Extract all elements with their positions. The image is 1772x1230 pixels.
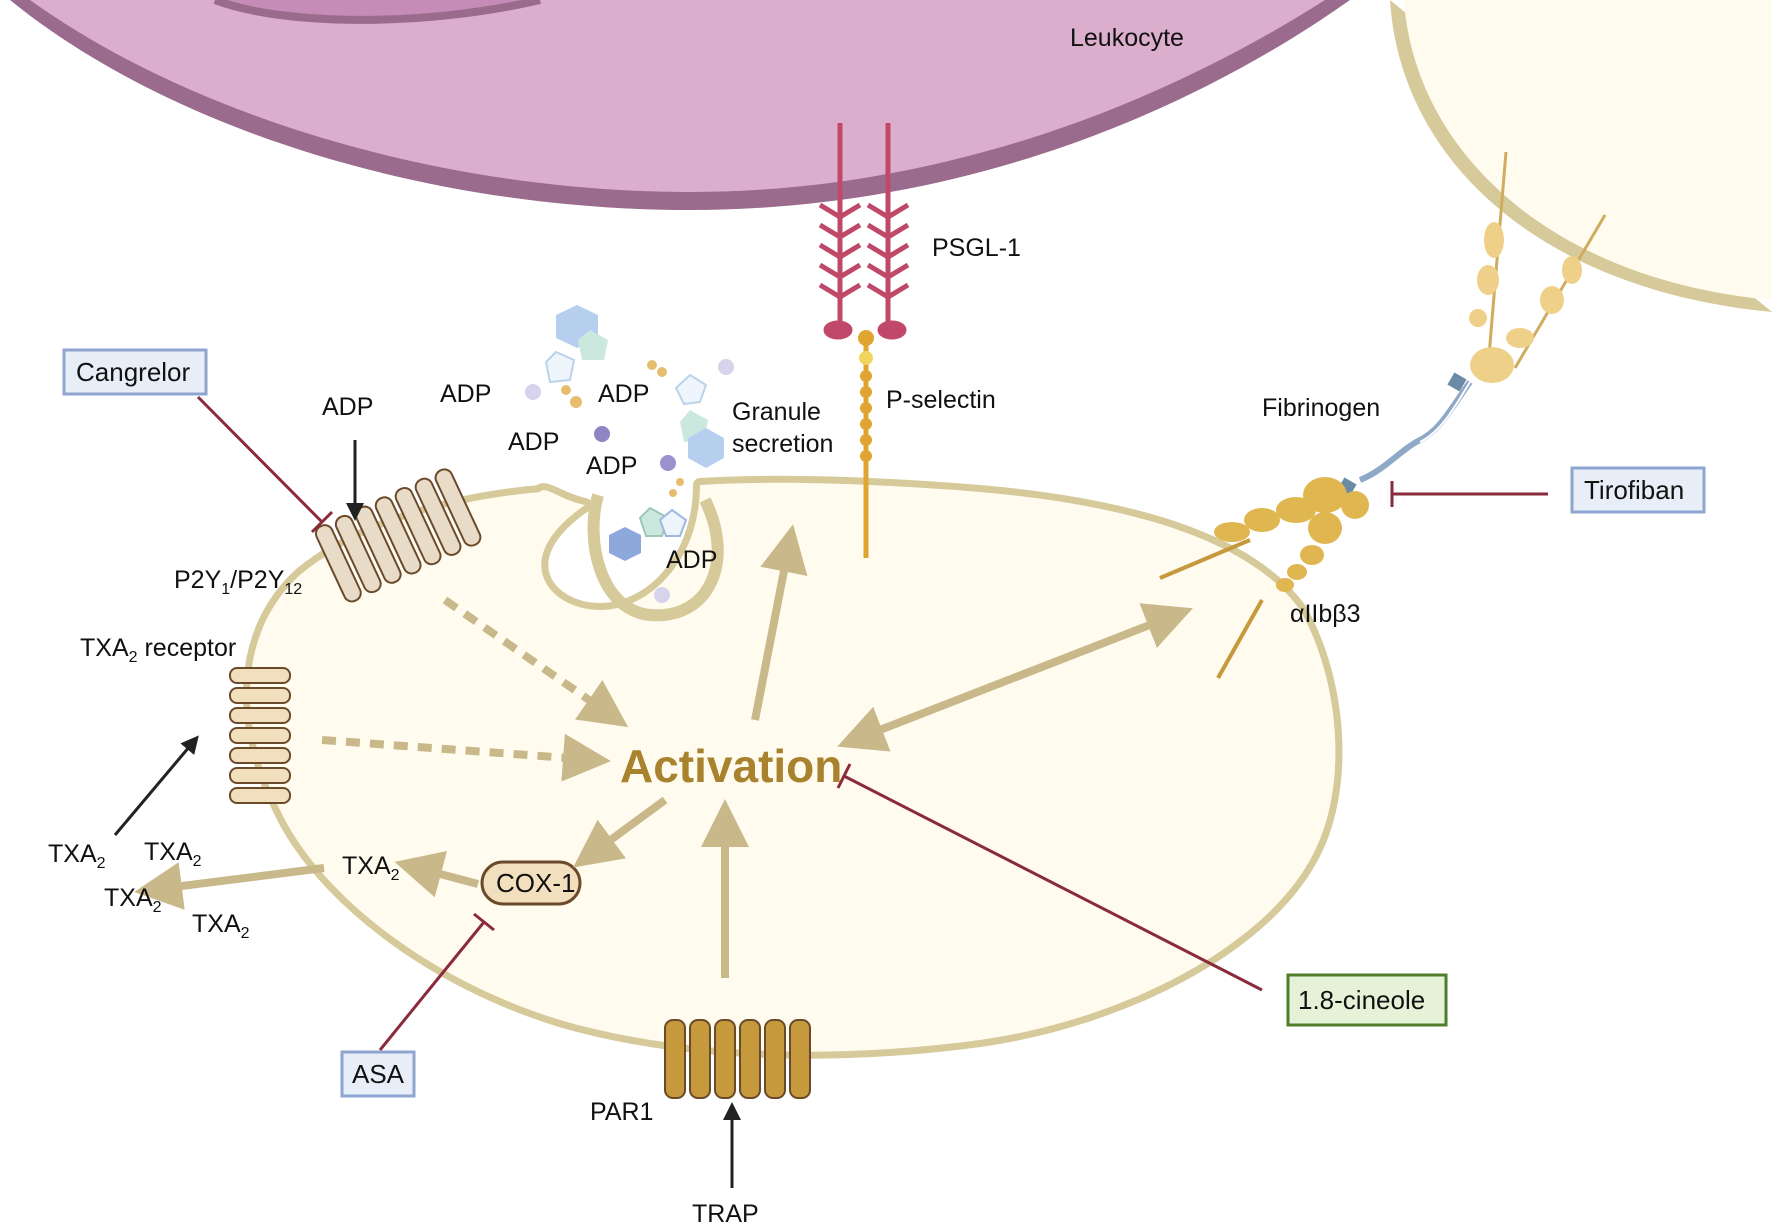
leukocyte-cell — [10, 0, 1350, 210]
cineole-label: 1.8-cineole — [1298, 985, 1425, 1015]
txa2-receptor — [229, 667, 291, 804]
p2y-label: P2Y1/P2Y12 — [174, 566, 302, 598]
p-selectin — [858, 330, 874, 558]
leukocyte-label: Leukocyte — [1070, 24, 1184, 52]
txa2-receptor-label: TXA2 receptor — [80, 634, 236, 666]
cox1-label: COX-1 — [496, 868, 575, 898]
fibrinogen-label: Fibrinogen — [1262, 394, 1380, 422]
par1-label: PAR1 — [590, 1098, 653, 1126]
psgl1-receptor — [818, 123, 910, 340]
tirofiban-label: Tirofiban — [1584, 475, 1684, 505]
p-selectin-label: P-selectin — [886, 386, 996, 414]
stimulus-arrows — [113, 440, 741, 1188]
adp-molecules — [525, 305, 734, 603]
adp-label-3: ADP — [508, 428, 559, 456]
txa2-label-4: TXA2 — [192, 910, 250, 942]
tirofiban-box: Tirofiban — [1570, 466, 1706, 514]
cox1-enzyme — [480, 860, 582, 906]
p2y-receptor — [314, 468, 482, 603]
trap-label: TRAP — [692, 1200, 759, 1228]
activation-arrows — [134, 524, 1193, 978]
fibrinogen-integrin — [1159, 151, 1607, 679]
psgl1-label: PSGL-1 — [932, 234, 1021, 262]
txa2-label-1: TXA2 — [48, 840, 106, 872]
cangrelor-label: Cangrelor — [76, 357, 191, 387]
adp-label-2: ADP — [598, 380, 649, 408]
inhibition-lines — [196, 395, 1548, 1051]
cangrelor-box: Cangrelor — [62, 348, 208, 396]
neighbor-platelet — [1390, 0, 1772, 312]
granule-secretion-label-2: secretion — [732, 430, 833, 458]
adp-label-4: ADP — [586, 452, 637, 480]
asa-box: ASA — [340, 1050, 416, 1098]
asa-label: ASA — [352, 1059, 405, 1089]
granule-pocket — [587, 493, 724, 622]
adp-label-5: ADP — [666, 546, 717, 574]
adp-label-receptor: ADP — [322, 393, 373, 421]
adp-label-1: ADP — [440, 380, 491, 408]
txa2-label-3: TXA2 — [104, 884, 162, 916]
integrin-label: αIIbβ3 — [1290, 600, 1361, 628]
cineole-box: 1.8-cineole — [1286, 973, 1448, 1027]
txa2-label-2: TXA2 — [144, 838, 202, 870]
granule-secretion-label-1: Granule — [732, 398, 821, 426]
activation-label: Activation — [620, 740, 842, 792]
txa2-label-5: TXA2 — [342, 852, 400, 884]
par1-receptor — [664, 1019, 811, 1099]
